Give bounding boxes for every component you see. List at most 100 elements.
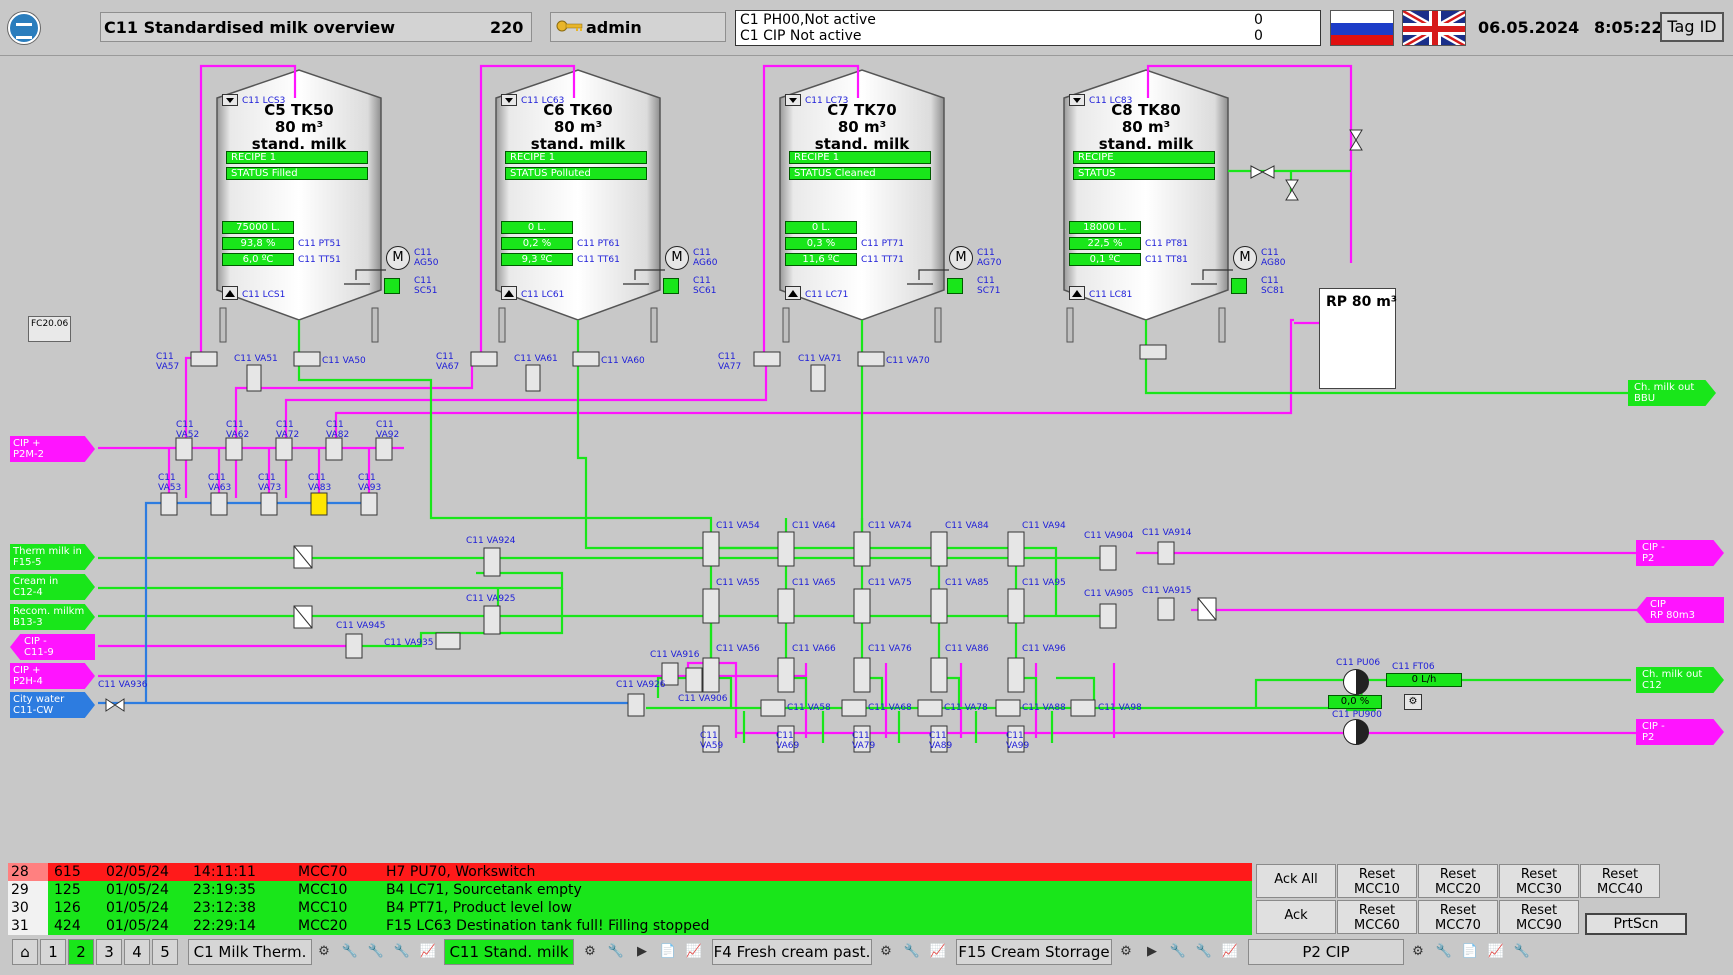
report-icon[interactable]: 📄 <box>1461 944 1479 959</box>
chevron-down-icon[interactable] <box>222 94 238 106</box>
nav-c11-stand-milk[interactable]: C11 Stand. milk <box>444 939 574 965</box>
level-low-icon[interactable] <box>785 286 801 300</box>
play-icon[interactable]: ▶ <box>637 944 647 959</box>
conn-milk-out-c12[interactable]: Ch. milk out C12 <box>1636 667 1724 693</box>
ack-button[interactable]: Ack <box>1256 900 1336 934</box>
wrench-a-icon[interactable]: 🔧 <box>341 944 359 959</box>
recipe-bar[interactable]: RECIPE 1 <box>505 151 647 164</box>
recipe-bar[interactable]: RECIPE <box>1073 151 1215 164</box>
play-icon[interactable]: ▶ <box>1147 944 1157 959</box>
alarm-row[interactable]: 30 126 01/05/24 23:12:38 MCC10 B4 PT71, … <box>8 899 1252 917</box>
chevron-down-icon[interactable] <box>1069 94 1085 106</box>
valve-label: C11 VA83 <box>308 473 332 493</box>
safety-switch-indicator[interactable] <box>1231 278 1247 294</box>
tank-c5-title[interactable]: C5 TK50 80 m³ stand. milk <box>224 102 374 153</box>
home-icon[interactable]: ⌂ <box>12 939 38 965</box>
alarm-row[interactable]: 29 125 01/05/24 23:19:35 MCC10 B4 LC71, … <box>8 881 1252 899</box>
wrench-b-icon[interactable]: 🔧 <box>1195 944 1213 959</box>
page-button-5[interactable]: 5 <box>152 939 178 965</box>
trend-icon[interactable]: 📈 <box>929 944 947 959</box>
safety-switch-indicator[interactable] <box>947 278 963 294</box>
agitator-motor-icon[interactable]: M <box>386 246 410 270</box>
trend-icon[interactable]: 📈 <box>1487 944 1505 959</box>
trend-icon[interactable]: 📈 <box>685 944 703 959</box>
level-low-icon[interactable] <box>1069 286 1085 300</box>
conn-recom-milk[interactable]: Recom. milkm B13-3 <box>10 604 95 630</box>
conn-cip-rp80[interactable]: CIP RP 80m3 <box>1636 597 1724 623</box>
chevron-down-icon[interactable] <box>501 94 517 106</box>
gear-icon[interactable]: ⚙ <box>1412 944 1424 959</box>
uk-flag-icon[interactable] <box>1402 10 1466 46</box>
agitator-motor-icon[interactable]: M <box>1233 246 1257 270</box>
conn-cip-p2h4[interactable]: CIP + P2H-4 <box>10 663 95 689</box>
tank-c8-title[interactable]: C8 TK80 80 m³ stand. milk <box>1071 102 1221 153</box>
gear-icon[interactable]: ⚙ <box>318 944 330 959</box>
pump-pu06-icon[interactable] <box>1343 669 1369 695</box>
level-low-icon[interactable] <box>501 286 517 300</box>
tank-c6-name: C6 TK60 <box>543 101 613 119</box>
conn-milk-out-bbu[interactable]: Ch. milk out BBU <box>1628 380 1716 406</box>
page-button-4[interactable]: 4 <box>124 939 150 965</box>
conn-cream-in[interactable]: Cream in C12-4 <box>10 574 95 600</box>
report-icon[interactable]: 📄 <box>659 944 677 959</box>
ack-all-button[interactable]: Ack All <box>1256 864 1336 898</box>
conn-cip-p2-bottom[interactable]: CIP - P2 <box>1636 719 1724 745</box>
level-low-icon[interactable] <box>222 286 238 300</box>
russian-flag-icon[interactable] <box>1330 10 1394 46</box>
conn-city-water[interactable]: City water C11-CW <box>10 692 95 718</box>
wrench-icon[interactable]: 🔧 <box>607 944 625 959</box>
gear-icon[interactable]: ⚙ <box>1404 694 1422 710</box>
page-button-3[interactable]: 3 <box>96 939 122 965</box>
tag-id-button[interactable]: Tag ID <box>1660 12 1724 42</box>
message-box[interactable]: C1 PH00,Not active 0 C1 CIP Not active 0 <box>735 10 1321 46</box>
trend-icon[interactable]: 📈 <box>419 944 437 959</box>
valve-label: C11 VA916 <box>650 650 700 660</box>
gear-icon[interactable]: ⚙ <box>1120 944 1132 959</box>
conn-therm-milk[interactable]: Therm milk in F15-5 <box>10 544 95 570</box>
agitator-motor-icon[interactable]: M <box>665 246 689 270</box>
wrench-icon[interactable]: 🔧 <box>903 944 921 959</box>
wrench-icon[interactable]: 🔧 <box>1513 944 1531 959</box>
nav-f15-cream-storrage[interactable]: F15 Cream Storrage <box>956 939 1112 965</box>
wrench-icon[interactable]: 🔧 <box>1435 944 1453 959</box>
print-screen-button[interactable]: PrtScn <box>1585 913 1687 935</box>
conn-cip-p2-top[interactable]: CIP - P2 <box>1636 540 1724 566</box>
gear-icon[interactable]: ⚙ <box>880 944 892 959</box>
conn-line-2: P2 <box>1642 732 1655 743</box>
conn-cip-c119[interactable]: CIP - C11-9 <box>10 634 95 660</box>
agitator-motor-icon[interactable]: M <box>949 246 973 270</box>
recipe-bar[interactable]: RECIPE 1 <box>226 151 368 164</box>
tank-c6-title[interactable]: C6 TK60 80 m³ stand. milk <box>503 102 653 153</box>
nav-c1-milk-therm[interactable]: C1 Milk Therm. <box>188 939 312 965</box>
temperature-value: 0,1 ºC <box>1069 253 1141 266</box>
chevron-down-icon[interactable] <box>785 94 801 106</box>
conn-line-2: C11-CW <box>13 705 54 716</box>
rp-tank[interactable] <box>1319 288 1396 389</box>
nav-f4-fresh-cream[interactable]: F4 Fresh cream past. <box>712 939 872 965</box>
wrench-a-icon[interactable]: 🔧 <box>1169 944 1187 959</box>
safety-switch-label: C11 SC81 <box>1261 276 1285 296</box>
wrench-b-icon[interactable]: 🔧 <box>367 944 385 959</box>
page-button-2[interactable]: 2 <box>68 939 94 965</box>
nav-p2-cip[interactable]: P2 CIP <box>1248 939 1404 965</box>
page-button-1[interactable]: 1 <box>40 939 66 965</box>
safety-switch-indicator[interactable] <box>384 278 400 294</box>
alarm-row[interactable]: 28 615 02/05/24 14:11:11 MCC70 H7 PU70, … <box>8 863 1252 881</box>
fc-box[interactable]: FC20.06 <box>28 316 71 342</box>
alarm-row[interactable]: 31 424 01/05/24 22:29:14 MCC20 F15 LC63 … <box>8 917 1252 935</box>
wrench-c-icon[interactable]: 🔧 <box>393 944 411 959</box>
tank-c7-title[interactable]: C7 TK70 80 m³ stand. milk <box>787 102 937 153</box>
safety-switch-indicator[interactable] <box>663 278 679 294</box>
recipe-bar[interactable]: RECIPE 1 <box>789 151 931 164</box>
gear-icon[interactable]: ⚙ <box>584 944 596 959</box>
trend-icon[interactable]: 📈 <box>1221 944 1239 959</box>
pump-pu900-icon[interactable] <box>1343 719 1369 745</box>
conn-cip-p2m2[interactable]: CIP + P2M-2 <box>10 436 95 462</box>
